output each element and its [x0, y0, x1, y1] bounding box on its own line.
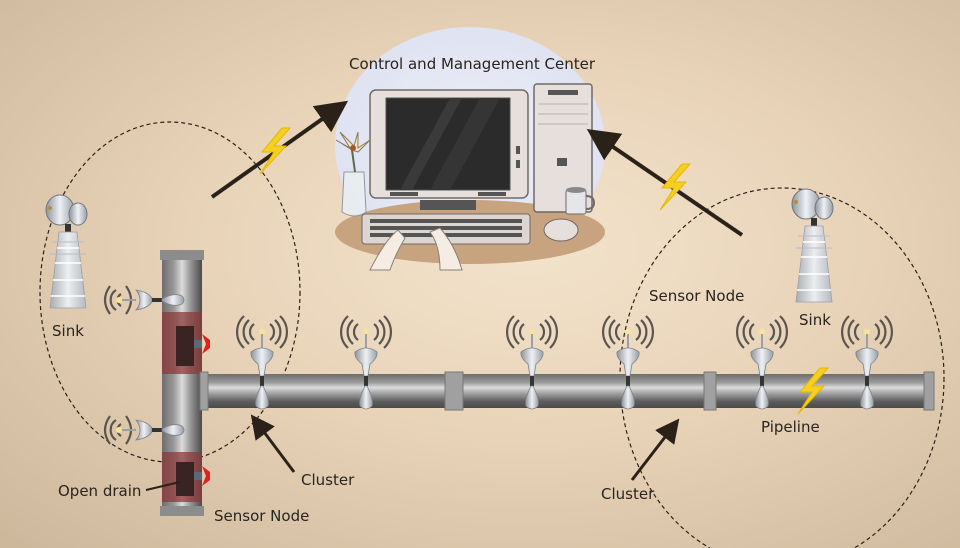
computer-monitor — [369, 89, 529, 210]
cluster-right-label: Cluster — [601, 485, 655, 503]
cluster-left-pointer — [250, 414, 296, 473]
valve-icon — [194, 334, 210, 354]
cluster-left-label: Cluster — [301, 471, 355, 489]
cluster-right-pointer — [630, 418, 680, 481]
sink-tower-right — [791, 188, 834, 303]
mouse — [543, 218, 579, 242]
pipeline-label: Pipeline — [761, 418, 820, 436]
cluster-left-boundary — [39, 121, 301, 463]
left-hand — [369, 229, 406, 271]
pipe-flange — [444, 371, 464, 411]
lightning-bolt-icon — [659, 163, 691, 211]
cluster-right-boundary — [619, 187, 945, 548]
sink-tower-left — [45, 194, 88, 309]
coffee-mug — [565, 187, 596, 215]
valve-icon — [194, 466, 210, 486]
sensor-node-bottom-label: Sensor Node — [214, 507, 310, 525]
flower-vase — [335, 131, 371, 217]
right-hand — [429, 227, 463, 271]
sensor-node-right-label: Sensor Node — [649, 287, 745, 305]
horizontal-pipeline — [199, 371, 935, 411]
control-center-title: Control and Management Center — [349, 55, 596, 73]
open-drain-pointer — [145, 481, 181, 491]
pipe-flange — [703, 371, 717, 411]
sink-right-label: Sink — [799, 311, 831, 329]
lightning-bolt-icon — [259, 127, 291, 175]
sink-left-label: Sink — [52, 322, 84, 340]
pipe-flange — [923, 371, 935, 411]
open-drain-label: Open drain — [58, 482, 142, 500]
